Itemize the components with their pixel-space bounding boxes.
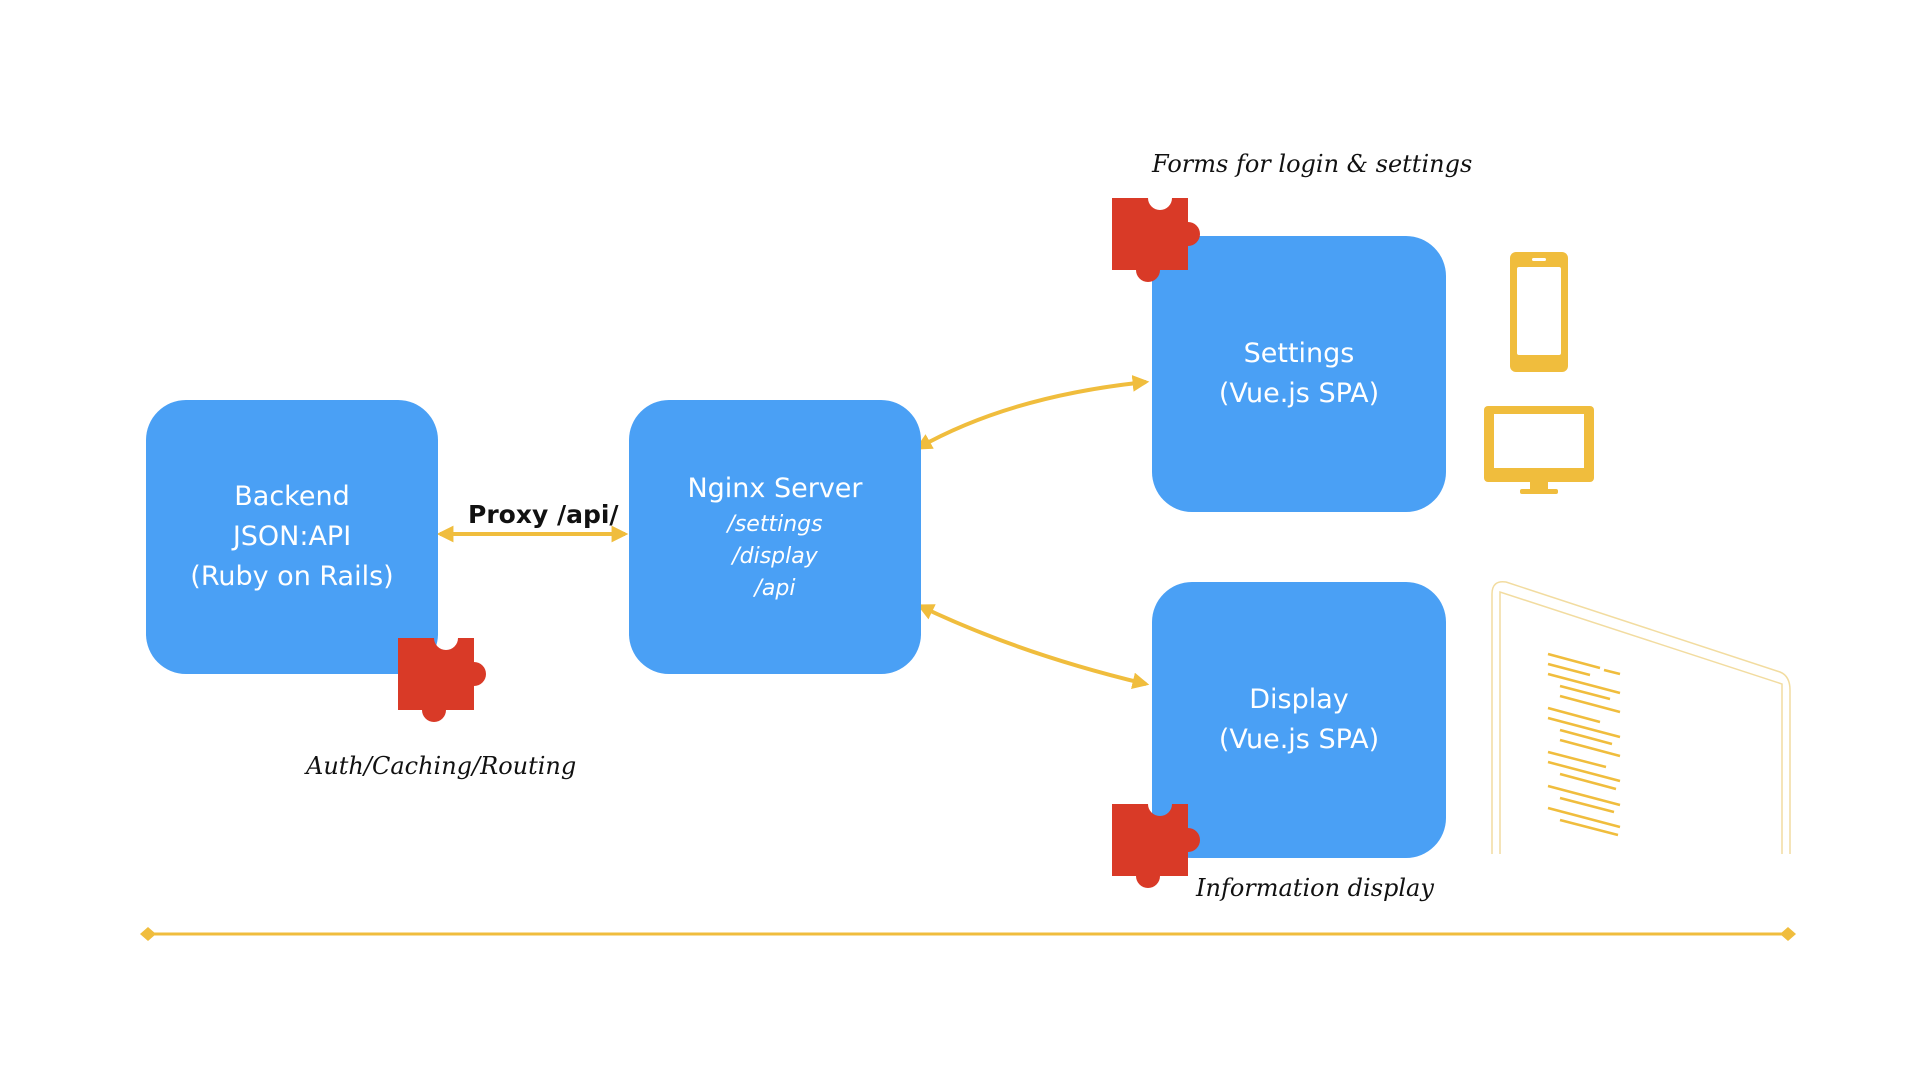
- nginx-title: Nginx Server: [687, 473, 863, 504]
- display-title: Display: [1249, 684, 1349, 715]
- nginx-route-api: /api: [754, 576, 796, 601]
- puzzle-piece-icon: [1112, 804, 1200, 888]
- proxy-label: Proxy /api/: [468, 500, 619, 529]
- nginx-route-display: /display: [732, 544, 818, 569]
- display-node: Display (Vue.js SPA): [1152, 582, 1446, 858]
- backend-format: JSON:API: [232, 521, 352, 552]
- monitor-icon: [1484, 406, 1594, 494]
- display-caption: Information display: [1196, 874, 1434, 902]
- display-subtitle: (Vue.js SPA): [1218, 724, 1380, 755]
- screen-text-lines: [1547, 652, 1621, 837]
- smartphone-icon: [1510, 252, 1568, 372]
- puzzle-piece-icon: [398, 638, 486, 722]
- backend-node: Backend JSON:API (Ruby on Rails): [146, 400, 438, 674]
- backend-title: Backend: [234, 481, 350, 512]
- nginx-node: Nginx Server /settings /display /api: [629, 400, 921, 674]
- arrow-nginx-settings: [915, 375, 1150, 450]
- timeline-bar: [140, 927, 1796, 941]
- backend-framework: (Ruby on Rails): [190, 561, 394, 592]
- arrow-nginx-display: [916, 604, 1150, 690]
- settings-subtitle: (Vue.js SPA): [1218, 378, 1380, 409]
- nginx-route-settings: /settings: [727, 512, 823, 537]
- backend-caption: Auth/Caching/Routing: [306, 752, 577, 780]
- settings-caption: Forms for login & settings: [1152, 150, 1473, 178]
- puzzle-piece-icon: [1112, 198, 1200, 282]
- settings-title: Settings: [1243, 338, 1355, 369]
- settings-node: Settings (Vue.js SPA): [1152, 236, 1446, 512]
- tall-display-screen-icon: [1491, 581, 1791, 854]
